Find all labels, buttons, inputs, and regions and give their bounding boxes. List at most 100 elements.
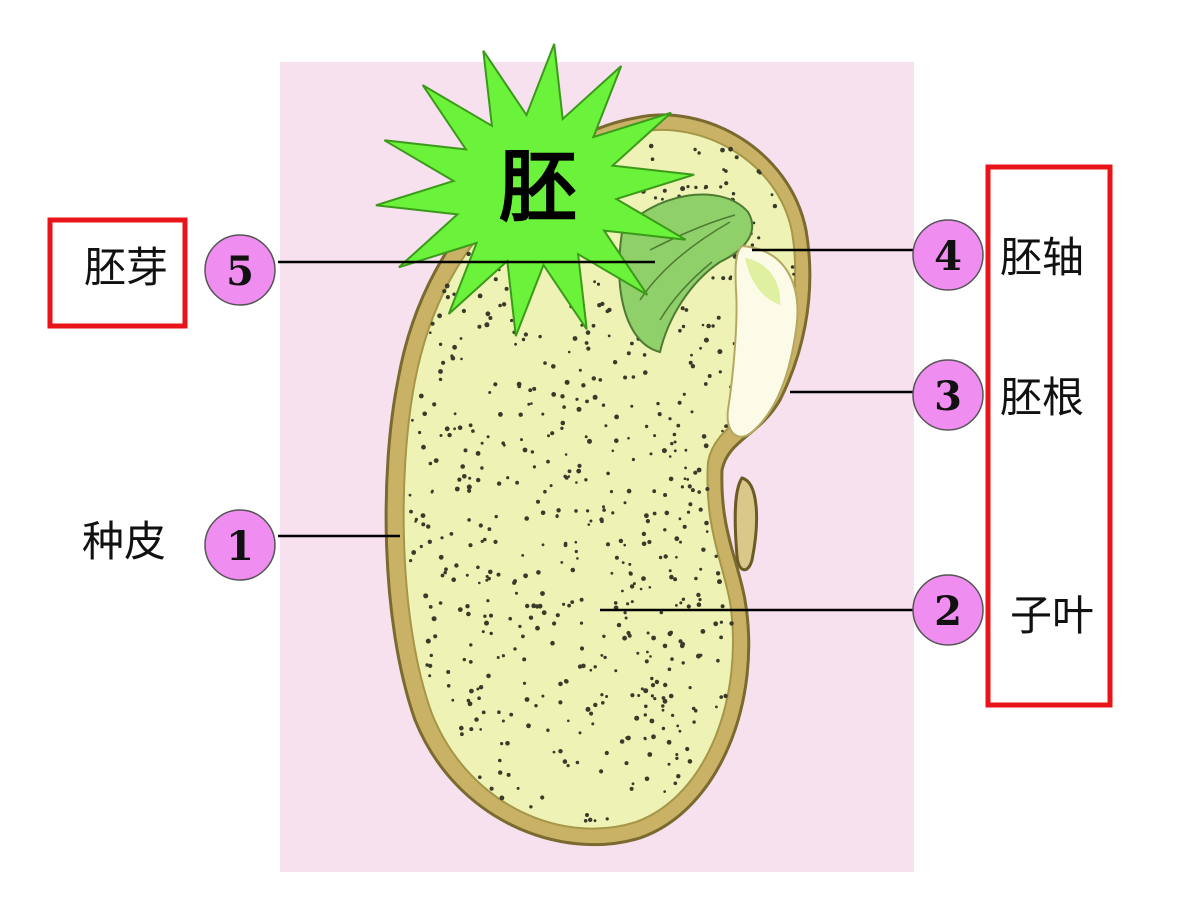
cotyledon-dot — [550, 431, 555, 436]
cotyledon-dot — [641, 531, 647, 537]
cotyledon-dot — [693, 708, 698, 713]
cotyledon-dot — [558, 700, 563, 705]
cotyledon-dot — [603, 655, 607, 660]
cotyledon-dot — [586, 346, 591, 351]
cotyledon-dot — [688, 502, 693, 507]
cotyledon-dot — [541, 412, 545, 416]
cotyledon-dot — [673, 781, 678, 786]
cotyledon-dot — [540, 591, 545, 596]
cotyledon-dot — [701, 323, 705, 327]
cotyledon-dot — [538, 334, 542, 339]
cotyledon-dot — [663, 790, 666, 793]
cotyledon-dot — [630, 693, 635, 698]
cotyledon-dot — [714, 554, 718, 558]
cotyledon-dot — [668, 417, 672, 421]
cotyledon-dot — [481, 710, 486, 715]
cotyledon-dot — [659, 610, 664, 615]
cotyledon-dot — [705, 530, 709, 533]
cotyledon-dot — [716, 658, 720, 663]
cotyledon-dot — [468, 476, 472, 480]
cotyledon-dot — [662, 698, 668, 704]
cotyledon-dot — [476, 687, 480, 691]
cotyledon-dot — [541, 543, 545, 547]
cotyledon-dot — [715, 571, 721, 576]
cotyledon-dot — [703, 186, 707, 190]
cotyledon-dot — [644, 704, 648, 709]
cotyledon-dot — [647, 752, 653, 757]
cotyledon-dot — [478, 775, 482, 779]
cotyledon-dot — [411, 550, 417, 555]
cotyledon-dot — [589, 668, 593, 672]
cotyledon-dot — [536, 570, 541, 575]
cotyledon-dot — [484, 322, 490, 328]
cotyledon-dot — [474, 717, 479, 722]
cotyledon-dot — [518, 412, 523, 417]
cotyledon-dot — [676, 423, 681, 428]
cotyledon-dot — [724, 181, 729, 186]
cotyledon-dot — [623, 375, 628, 380]
cotyledon-dot — [719, 620, 724, 624]
cotyledon-dot — [468, 660, 473, 664]
cotyledon-dot — [465, 573, 469, 577]
cotyledon-dot — [408, 493, 412, 497]
cotyledon-dot — [699, 567, 703, 571]
cotyledon-dot — [460, 357, 463, 361]
cotyledon-dot — [586, 509, 590, 513]
cotyledon-dot — [428, 461, 433, 466]
cotyledon-dot — [570, 567, 576, 573]
cotyledon-dot — [567, 603, 571, 608]
cotyledon-dot — [552, 621, 557, 626]
cotyledon-dot — [452, 344, 457, 350]
cotyledon-dot — [772, 203, 778, 209]
cotyledon-dot — [668, 455, 672, 458]
cotyledon-dot — [575, 760, 580, 765]
cotyledon-dot — [471, 429, 475, 433]
cotyledon-dot — [487, 527, 492, 531]
cotyledon-dot — [661, 448, 667, 454]
cotyledon-dot — [428, 605, 433, 609]
cotyledon-dot — [574, 540, 578, 544]
cotyledon-dot — [698, 507, 703, 512]
cotyledon-dot — [493, 382, 498, 387]
cotyledon-dot — [457, 477, 462, 482]
cotyledon-dot — [696, 467, 702, 473]
cotyledon-dot — [593, 819, 597, 823]
cotyledon-dot — [522, 657, 527, 662]
cotyledon-dot — [498, 770, 503, 775]
cotyledon-dot — [420, 513, 426, 518]
cotyledon-dot — [429, 331, 432, 335]
cotyledon-dot — [577, 463, 582, 468]
cotyledon-dot — [623, 501, 627, 505]
cotyledon-dot — [501, 719, 505, 723]
cotyledon-dot — [750, 243, 755, 247]
cotyledon-dot — [411, 418, 414, 422]
cotyledon-dot — [682, 524, 687, 529]
cotyledon-dot — [563, 543, 568, 548]
cotyledon-dot — [631, 782, 635, 786]
cotyledon-dot — [602, 508, 606, 512]
cotyledon-dot — [443, 570, 448, 575]
cotyledon-dot — [694, 576, 698, 581]
cotyledon-dot — [720, 604, 725, 609]
cotyledon-dot — [589, 519, 593, 523]
cotyledon-dot — [574, 549, 578, 554]
cotyledon-dot — [489, 613, 493, 618]
cotyledon-dot — [585, 330, 591, 335]
cotyledon-dot — [481, 630, 485, 634]
cotyledon-dot — [616, 622, 622, 628]
cotyledon-dot — [646, 631, 650, 635]
cotyledon-dot — [502, 443, 506, 447]
cotyledon-dot — [701, 547, 706, 552]
cotyledon-dot — [593, 280, 596, 284]
cotyledon-dot — [563, 474, 567, 479]
cotyledon-dot — [658, 555, 663, 560]
cotyledon-dot — [650, 694, 655, 698]
cotyledon-dot — [552, 750, 556, 754]
cotyledon-dot — [723, 693, 728, 699]
cotyledon-dot — [699, 346, 702, 350]
cotyledon-dot — [480, 466, 484, 470]
cotyledon-dot — [418, 393, 424, 399]
cotyledon-dot — [686, 185, 690, 189]
cotyledon-dot — [501, 654, 505, 658]
cotyledon-dot — [581, 383, 586, 388]
